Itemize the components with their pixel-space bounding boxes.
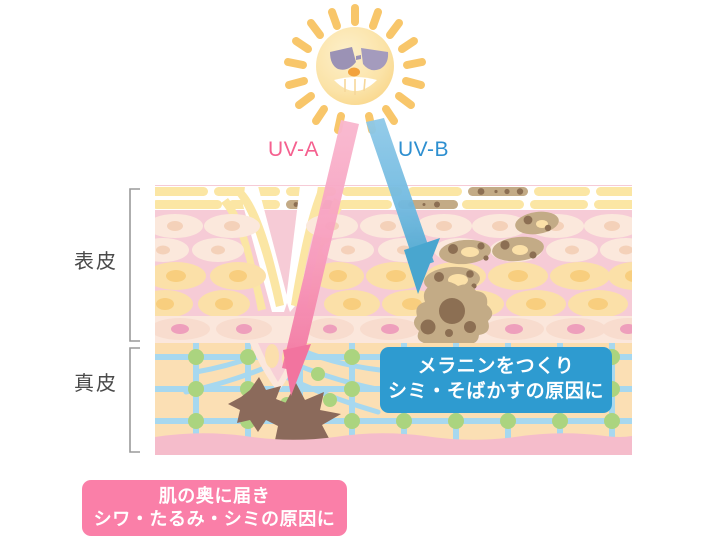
melanin-callout-line2: シミ・そばかすの原因に xyxy=(388,381,604,402)
epidermis-cells xyxy=(155,211,632,343)
epidermis-bracket xyxy=(129,188,140,342)
dermis-bracket xyxy=(129,347,140,453)
melanocyte-icon xyxy=(414,281,493,343)
sun-icon xyxy=(284,4,426,134)
deep-damage-callout-line1: 肌の奥に届き xyxy=(158,485,271,506)
basal-cells xyxy=(155,318,632,340)
sunglasses-icon xyxy=(330,47,389,71)
skin-cross-section xyxy=(155,185,632,455)
uva-ray-arrow xyxy=(282,120,359,396)
sun-mouth-icon xyxy=(334,77,377,95)
subcutis-layer xyxy=(155,433,632,455)
layer-brackets xyxy=(129,188,140,453)
collagen-damage-icon xyxy=(228,377,341,455)
sun-nose-icon xyxy=(348,67,360,77)
melanin-callout-box: メラニンをつくり シミ・そばかすの原因に xyxy=(380,347,612,413)
deep-damage-callout-box: 肌の奥に届き シワ・たるみ・シミの原因に xyxy=(82,480,347,536)
melanin-callout-line1: メラニンをつくり xyxy=(417,356,575,378)
uvb-ray-arrow xyxy=(366,118,440,294)
deep-damage-callout-line2: シワ・たるみ・シミの原因に xyxy=(93,509,336,529)
